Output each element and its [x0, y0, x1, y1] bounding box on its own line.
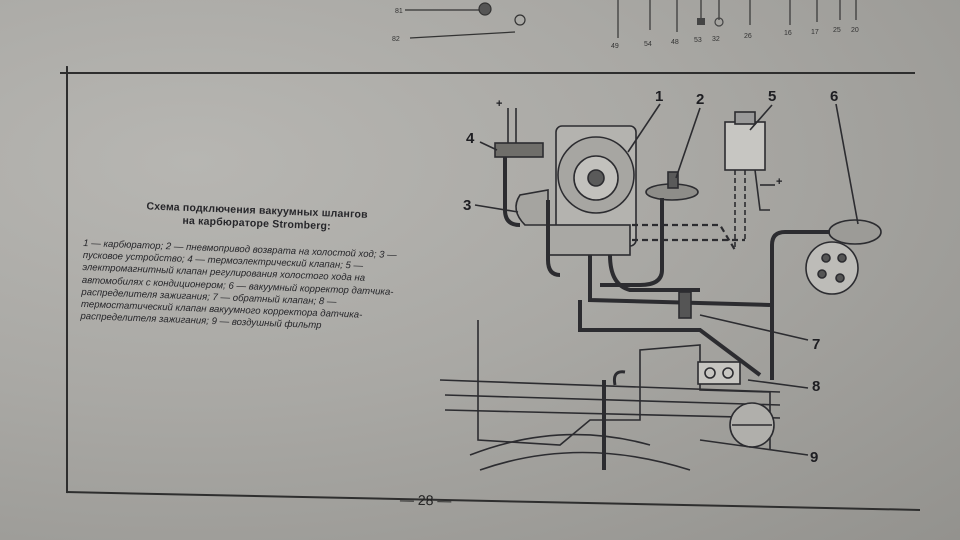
previous-figure-strip: 81 82 49 54 48 53 32 26 16 17 25 20: [60, 0, 915, 74]
label-4-thermo-electric-valve: 4: [466, 130, 475, 147]
label-1-carburettor: 1: [655, 88, 664, 105]
strip-number: 17: [811, 29, 819, 36]
distributor-cap: [805, 241, 859, 295]
strip-number: 54: [644, 41, 652, 48]
marker-81: 81: [395, 8, 403, 15]
strip-number: 48: [671, 39, 679, 46]
engine-block-outline: [477, 320, 771, 450]
strip-number: 25: [833, 27, 841, 34]
strip-number: 20: [851, 27, 859, 34]
solenoid-valve: [724, 121, 766, 171]
label-8-thermostatic-valve: 8: [812, 378, 821, 395]
check-valve: [678, 291, 692, 319]
previous-figure-leaders: 81 82 49 54 48 53 32 26 16 17 25 20: [392, 0, 859, 50]
page-number: — 28 —: [399, 491, 452, 509]
strip-number: 53: [694, 37, 702, 44]
label-7-check-valve: 7: [812, 336, 821, 353]
strip-number: 32: [712, 36, 720, 43]
strip-number: 26: [744, 33, 752, 40]
label-2-idle-actuator: 2: [696, 91, 705, 108]
terminal-plus-left: +: [496, 98, 503, 110]
terminal-plus-right: +: [776, 176, 783, 188]
strip-number: 16: [784, 30, 792, 37]
marker-82: 82: [392, 36, 400, 43]
starter-device: [515, 189, 549, 226]
strip-number: 49: [611, 43, 619, 50]
label-9-air-filter: 9: [810, 449, 819, 466]
vacuum-corrector: [828, 219, 882, 245]
label-6-vacuum-corrector: 6: [830, 88, 839, 105]
label-3-starter-device: 3: [463, 197, 472, 214]
label-5-solenoid-valve: 5: [768, 88, 777, 105]
air-filter-arc: [469, 433, 651, 456]
thermo-electric-valve: [494, 142, 544, 158]
